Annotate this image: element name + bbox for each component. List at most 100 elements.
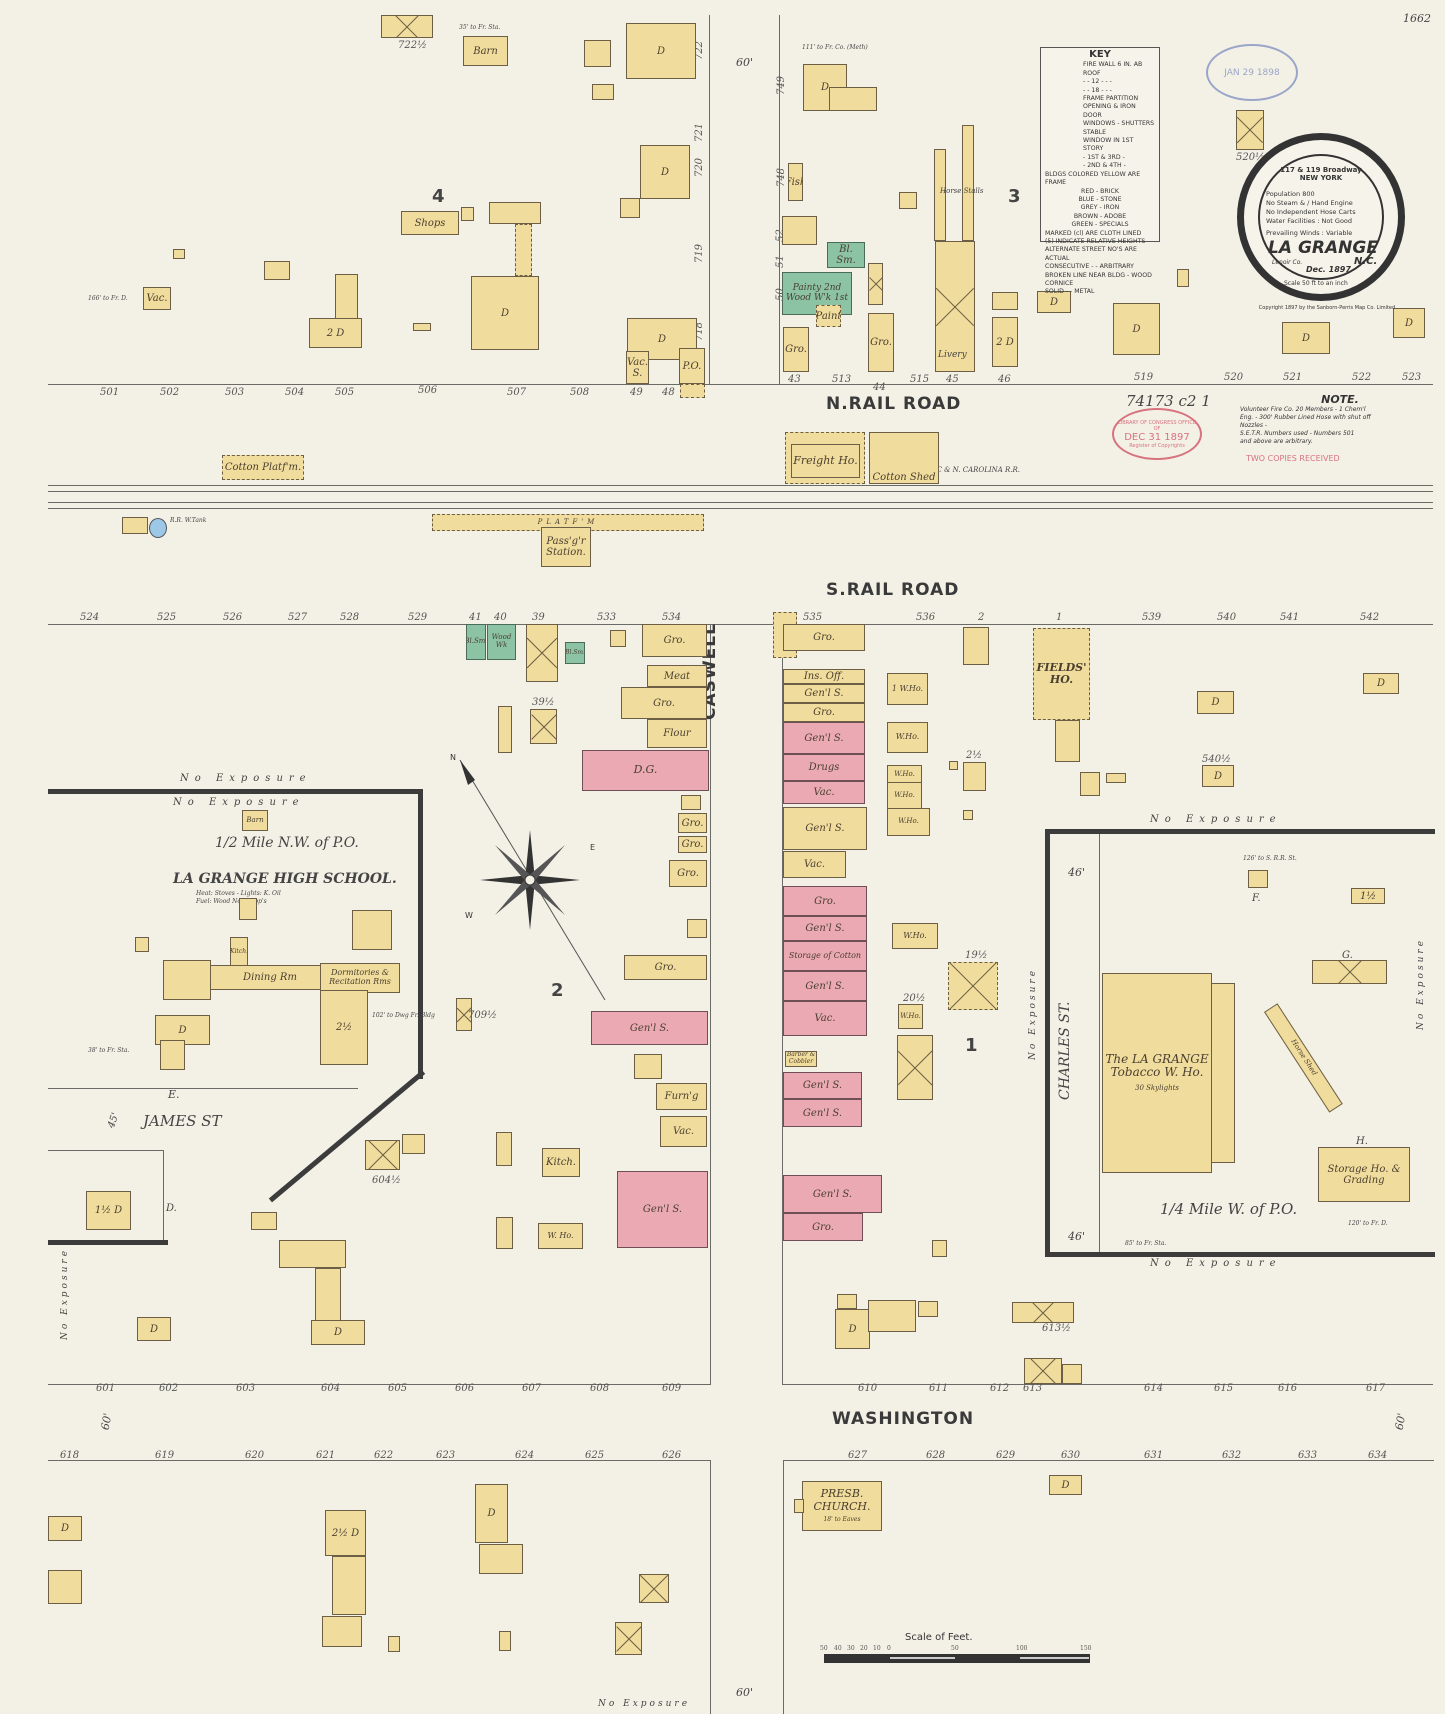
building <box>335 274 358 319</box>
school-info: Fuel: Wood No F. App's <box>196 898 267 905</box>
dwelling: D <box>1393 308 1425 338</box>
school-info: Heat: Stoves - Lights: K. Oil <box>196 890 281 897</box>
address-number: 49 <box>630 387 643 398</box>
building <box>315 1268 341 1323</box>
address-number: 709½ <box>468 1010 497 1021</box>
address-number: 604 <box>321 1383 341 1394</box>
address-number: 625 <box>585 1450 605 1461</box>
building <box>897 1035 933 1100</box>
building <box>1312 960 1387 984</box>
n-rail-road-line <box>48 384 1433 385</box>
dwelling: 2 D <box>992 317 1018 367</box>
building <box>402 1134 425 1154</box>
dwelling: D <box>137 1317 171 1341</box>
dwelling: D <box>626 23 696 79</box>
washington-south-line <box>783 1460 1434 1461</box>
freight-house: Freight Ho. <box>791 444 860 478</box>
blacksmith: Bl.Sm. <box>466 624 486 660</box>
sanborn-seal: 117 & 119 Broadway NEW YORK Population 8… <box>1237 133 1405 301</box>
furniture-store: Furn'g <box>656 1083 707 1110</box>
address-number: 542 <box>1360 612 1380 623</box>
lot-letter: G. <box>1342 950 1353 961</box>
address-number: 722½ <box>398 40 427 51</box>
fire-distance-note: 166' to Fr. D. <box>88 295 128 302</box>
hotel-building <box>963 627 989 665</box>
address-number: 540½ <box>1202 754 1231 765</box>
cotton-shed: Cotton Shed <box>869 432 939 484</box>
fire-distance-note: 120' to Fr. D. <box>1348 1220 1388 1227</box>
address-number: 524 <box>80 612 100 623</box>
no-exposure-label: No Exposure <box>180 773 312 784</box>
address-number: 520 <box>1224 372 1244 383</box>
meat-market: Meat <box>647 665 707 687</box>
address-number: 604½ <box>372 1175 401 1186</box>
rr-tank-label: R.R. W.Tank <box>170 517 207 524</box>
fire-distance-note: 111' to Fr. Co. (Meth) <box>802 44 868 51</box>
street-width: 60' <box>98 1411 115 1432</box>
address-number: 540 <box>1217 612 1237 623</box>
address-number: 749 <box>776 75 788 96</box>
no-exposure-label: No Exposure <box>60 1247 70 1340</box>
caswell-west-line <box>710 624 711 1384</box>
horse-stalls <box>934 149 946 241</box>
address-number: 505 <box>335 387 355 398</box>
barn: Barn <box>242 810 268 831</box>
grocery: Gro. <box>783 327 809 372</box>
vacant-store: Vac. <box>783 851 846 878</box>
address-number: 622 <box>374 1450 394 1461</box>
general-store: Gen'l S. <box>783 916 867 941</box>
fire-boundary-line <box>48 1240 168 1245</box>
map-note: NOTE. Volunteer Fire Co. 20 Members - 1 … <box>1240 393 1371 445</box>
street-charles: CHARLES ST. <box>1057 1001 1073 1100</box>
dwelling: D <box>311 1320 365 1345</box>
school-name: LA GRANGE HIGH SCHOOL. <box>173 871 397 887</box>
block-number: 3 <box>1008 186 1021 207</box>
building <box>992 292 1018 310</box>
vacant-store: Vac. S. <box>626 351 649 384</box>
dwelling: D <box>471 276 539 350</box>
storage-grading-house: Storage Ho. & Grading <box>1318 1147 1410 1202</box>
address-number: 1 <box>1056 612 1063 623</box>
warehouse: W.Ho. <box>887 808 930 836</box>
building <box>592 84 614 100</box>
railroad-track <box>48 508 1433 509</box>
grocery: Gro. <box>783 1213 863 1241</box>
address-number: 519 <box>1134 372 1154 383</box>
insurance-office: Ins. Off. <box>783 669 865 684</box>
kitchen: Kitch. <box>230 937 248 967</box>
building <box>1177 269 1189 287</box>
address-number: 748 <box>776 167 788 188</box>
address-number: 527 <box>288 612 308 623</box>
address-number: 623 <box>436 1450 456 1461</box>
property-line <box>48 1088 358 1089</box>
address-number: 614 <box>1144 1383 1164 1394</box>
building <box>251 1212 277 1230</box>
address-number: 515 <box>910 374 930 385</box>
dwelling: D <box>835 1309 870 1349</box>
building <box>530 709 557 744</box>
dwelling: D <box>48 1516 82 1541</box>
address-number: 508 <box>570 387 590 398</box>
grocery: Gro. <box>783 886 867 916</box>
building <box>413 323 431 331</box>
address-number: 612 <box>990 1383 1010 1394</box>
no-exposure-label: No Exposure <box>598 1699 691 1709</box>
general-store: Gen'l S. <box>591 1011 708 1045</box>
building <box>365 1140 400 1170</box>
cotton-platform: Cotton Platf'm. <box>222 455 304 480</box>
warehouse: W.Ho. <box>892 923 938 949</box>
address-number: 43 <box>788 374 801 385</box>
building <box>868 1300 916 1332</box>
building <box>615 1622 642 1655</box>
general-store: Gen'l S. <box>783 1099 862 1127</box>
building <box>332 1556 366 1615</box>
building <box>499 1631 511 1651</box>
drug-store: Drugs <box>783 754 865 781</box>
general-store: Gen'l S. <box>783 971 867 1001</box>
fire-boundary-line <box>418 789 423 1079</box>
catalog-number: 74173 c2 1 <box>1126 392 1211 410</box>
address-number: 617 <box>1366 1383 1386 1394</box>
address-number: 535 <box>803 612 823 623</box>
building <box>932 1240 947 1257</box>
address-number: 616 <box>1278 1383 1298 1394</box>
